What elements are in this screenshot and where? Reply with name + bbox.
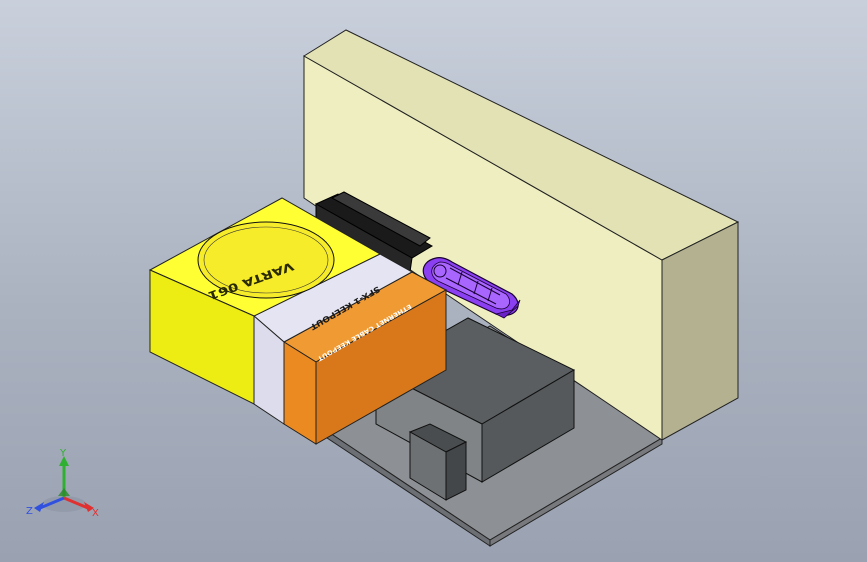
x-axis-label: X: [92, 508, 99, 519]
black-connector[interactable]: [314, 191, 434, 273]
x-axis-arrow: [63, 496, 94, 512]
purple-bracket[interactable]: [422, 257, 521, 319]
orientation-triad[interactable]: Y X Z: [22, 448, 106, 524]
yellow-block[interactable]: VARTA 061: [148, 197, 382, 405]
round-label-disc: [197, 221, 335, 299]
back-wall[interactable]: [303, 29, 740, 441]
z-axis-label: Z: [26, 506, 33, 517]
y-axis-label: Y: [59, 448, 67, 459]
z-axis-arrow: [34, 496, 65, 512]
